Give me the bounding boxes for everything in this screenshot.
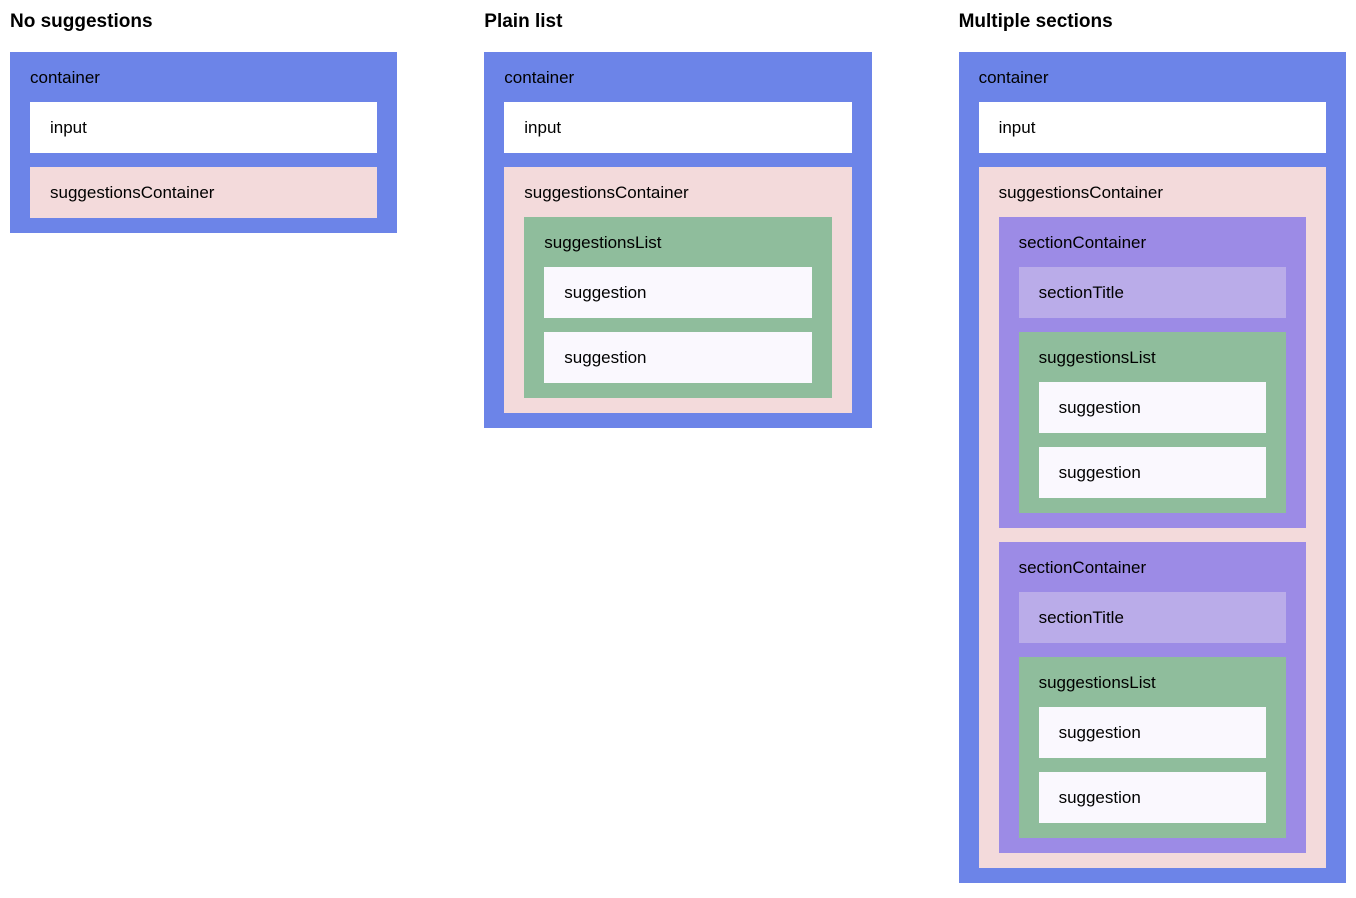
input-label: input: [50, 118, 87, 137]
suggestions-container-box: suggestionsContainer: [30, 167, 378, 218]
suggestion-label: suggestion: [1058, 463, 1141, 482]
column-plain-list: Plain list container input suggestionsCo…: [484, 10, 872, 428]
section-container-box: sectionContainer sectionTitle suggestion…: [998, 542, 1306, 853]
suggestion-item: suggestion: [544, 332, 812, 383]
suggestions-container-box: suggestionsContainer suggestionsList sug…: [504, 167, 852, 413]
suggestion-label: suggestion: [1058, 398, 1141, 417]
container-box: container input suggestionsContainer sec…: [958, 52, 1346, 883]
input-label: input: [998, 118, 1036, 137]
input-label: input: [524, 118, 562, 137]
container-label: container: [30, 68, 100, 87]
suggestion-item: suggestion: [1038, 772, 1266, 823]
column-heading: Plain list: [484, 11, 563, 32]
section-title-label: sectionTitle: [1038, 608, 1124, 627]
section-title-box: sectionTitle: [1018, 267, 1286, 318]
section-container-box: sectionContainer sectionTitle suggestion…: [998, 217, 1306, 528]
suggestion-label: suggestion: [1058, 788, 1141, 807]
container-box: container input suggestionsContainer sug…: [484, 52, 872, 428]
suggestion-label: suggestion: [564, 283, 647, 302]
suggestion-item: suggestion: [1038, 447, 1266, 498]
container-box: container input suggestionsContainer: [10, 52, 398, 233]
suggestions-list-label: suggestionsList: [1038, 673, 1156, 692]
input-box: input: [978, 102, 1326, 153]
section-container-label: sectionContainer: [1018, 558, 1147, 577]
suggestion-label: suggestion: [1058, 723, 1141, 742]
container-label: container: [504, 68, 575, 87]
column-no-suggestions: No suggestions container input suggestio…: [10, 10, 398, 233]
suggestion-item: suggestion: [1038, 382, 1266, 433]
input-box: input: [504, 102, 852, 153]
column-heading: Multiple sections: [958, 11, 1113, 32]
suggestion-item: suggestion: [544, 267, 812, 318]
suggestions-list-box: suggestionsList suggestion suggestion: [1018, 657, 1286, 838]
suggestions-container-label: suggestionsContainer: [524, 183, 689, 202]
container-label: container: [978, 68, 1049, 87]
suggestions-list-box: suggestionsList suggestion suggestion: [1018, 332, 1286, 513]
column-heading: No suggestions: [10, 11, 153, 32]
column-multiple-sections: Multiple sections container input sugges…: [958, 10, 1346, 883]
input-box: input: [30, 102, 378, 153]
suggestions-list-label: suggestionsList: [544, 233, 662, 252]
section-title-label: sectionTitle: [1038, 283, 1124, 302]
suggestions-container-label: suggestionsContainer: [50, 183, 215, 202]
suggestions-container-label: suggestionsContainer: [998, 183, 1164, 202]
demo-columns: No suggestions container input suggestio…: [10, 10, 1346, 883]
section-title-box: sectionTitle: [1018, 592, 1286, 643]
suggestion-label: suggestion: [564, 348, 647, 367]
suggestions-container-box: suggestionsContainer sectionContainer se…: [978, 167, 1326, 868]
suggestions-list-box: suggestionsList suggestion suggestion: [524, 217, 832, 398]
suggestion-item: suggestion: [1038, 707, 1266, 758]
suggestions-list-label: suggestionsList: [1038, 348, 1156, 367]
section-container-label: sectionContainer: [1018, 233, 1147, 252]
